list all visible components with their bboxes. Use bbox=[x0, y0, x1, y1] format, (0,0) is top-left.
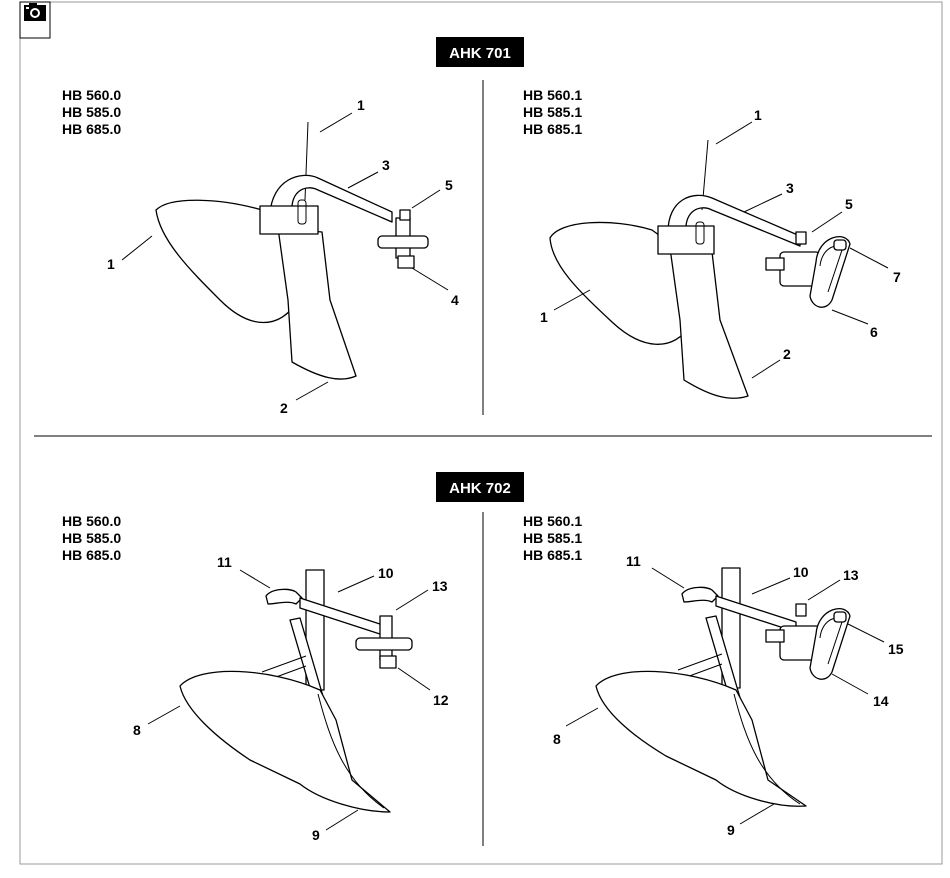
callout-number: 15 bbox=[888, 641, 904, 657]
callout-number: 11 bbox=[626, 553, 641, 569]
model-label: HB 585.1 bbox=[523, 104, 582, 120]
model-list-left: HB 560.0 HB 585.0 HB 685.0 bbox=[62, 87, 121, 137]
camera-icon bbox=[20, 2, 50, 38]
section-badge: AHK 702 bbox=[449, 480, 511, 497]
callout-number: 11 bbox=[217, 554, 232, 570]
callout-number: 1 bbox=[540, 309, 548, 325]
outer-border bbox=[20, 2, 942, 864]
callout-number: 5 bbox=[445, 177, 453, 193]
model-label: HB 685.1 bbox=[523, 547, 582, 563]
callout-number: 2 bbox=[280, 400, 288, 416]
model-label: HB 560.1 bbox=[523, 513, 582, 529]
model-label: HB 585.0 bbox=[62, 530, 121, 546]
callout-number: 5 bbox=[845, 196, 853, 212]
plough-illustration bbox=[596, 568, 850, 806]
callout-number: 13 bbox=[432, 578, 448, 594]
model-label: HB 685.0 bbox=[62, 121, 121, 137]
callout-number: 13 bbox=[843, 567, 859, 583]
model-list-right: HB 560.1 HB 585.1 HB 685.1 bbox=[523, 513, 582, 563]
callout-number: 12 bbox=[433, 692, 449, 708]
callout-number: 4 bbox=[451, 292, 459, 308]
model-label: HB 560.1 bbox=[523, 87, 582, 103]
callout-number: 10 bbox=[378, 565, 394, 581]
callout-number: 14 bbox=[873, 693, 889, 709]
callout-number: 8 bbox=[133, 722, 141, 738]
callout-number: 7 bbox=[893, 269, 901, 285]
model-label: HB 685.1 bbox=[523, 121, 582, 137]
callout-number: 3 bbox=[382, 157, 390, 173]
section-badge: AHK 701 bbox=[449, 45, 511, 62]
callout-number: 1 bbox=[754, 107, 762, 123]
model-label: HB 585.0 bbox=[62, 104, 121, 120]
model-label: HB 560.0 bbox=[62, 87, 121, 103]
model-list-left: HB 560.0 HB 585.0 HB 685.0 bbox=[62, 513, 121, 563]
ridger-illustration bbox=[550, 140, 850, 398]
model-list-right: HB 560.1 HB 585.1 HB 685.1 bbox=[523, 87, 582, 137]
callout-number: 8 bbox=[553, 731, 561, 747]
callout-number: 10 bbox=[793, 564, 809, 580]
callout-number: 9 bbox=[727, 822, 735, 838]
callout-number: 2 bbox=[783, 346, 791, 362]
callout-number: 1 bbox=[357, 97, 365, 113]
model-label: HB 685.0 bbox=[62, 547, 121, 563]
model-label: HB 560.0 bbox=[62, 513, 121, 529]
callout-number: 3 bbox=[786, 180, 794, 196]
plough-illustration bbox=[180, 570, 412, 812]
callout-number: 6 bbox=[870, 324, 878, 340]
model-label: HB 585.1 bbox=[523, 530, 582, 546]
section-ahk-701: AHK 701 HB 560.0 HB 585.0 HB 685.0 bbox=[62, 37, 901, 416]
callout-number: 1 bbox=[107, 256, 115, 272]
callout-number: 9 bbox=[312, 827, 320, 843]
